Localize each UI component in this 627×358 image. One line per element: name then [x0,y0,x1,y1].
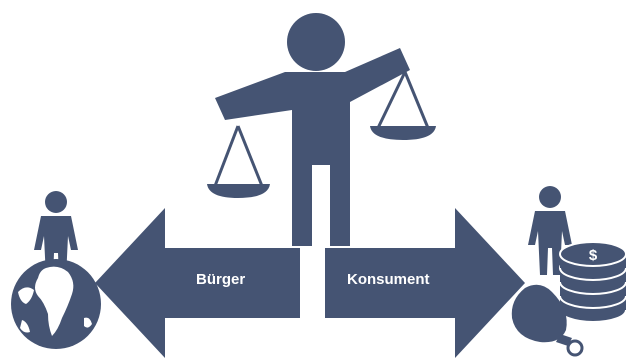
label-konsument: Konsument [347,271,430,288]
label-buerger: Bürger [196,271,246,288]
left-arrow [95,208,300,358]
money-bag-icon [511,284,584,357]
coin-stack-icon: $ [559,241,627,323]
right-arrow [325,208,525,358]
svg-text:$: $ [589,247,598,264]
citizen-person-icon [34,191,78,278]
globe-icon [11,259,101,349]
consumer-person-icon [528,186,572,275]
justice-figure-icon [207,13,436,246]
